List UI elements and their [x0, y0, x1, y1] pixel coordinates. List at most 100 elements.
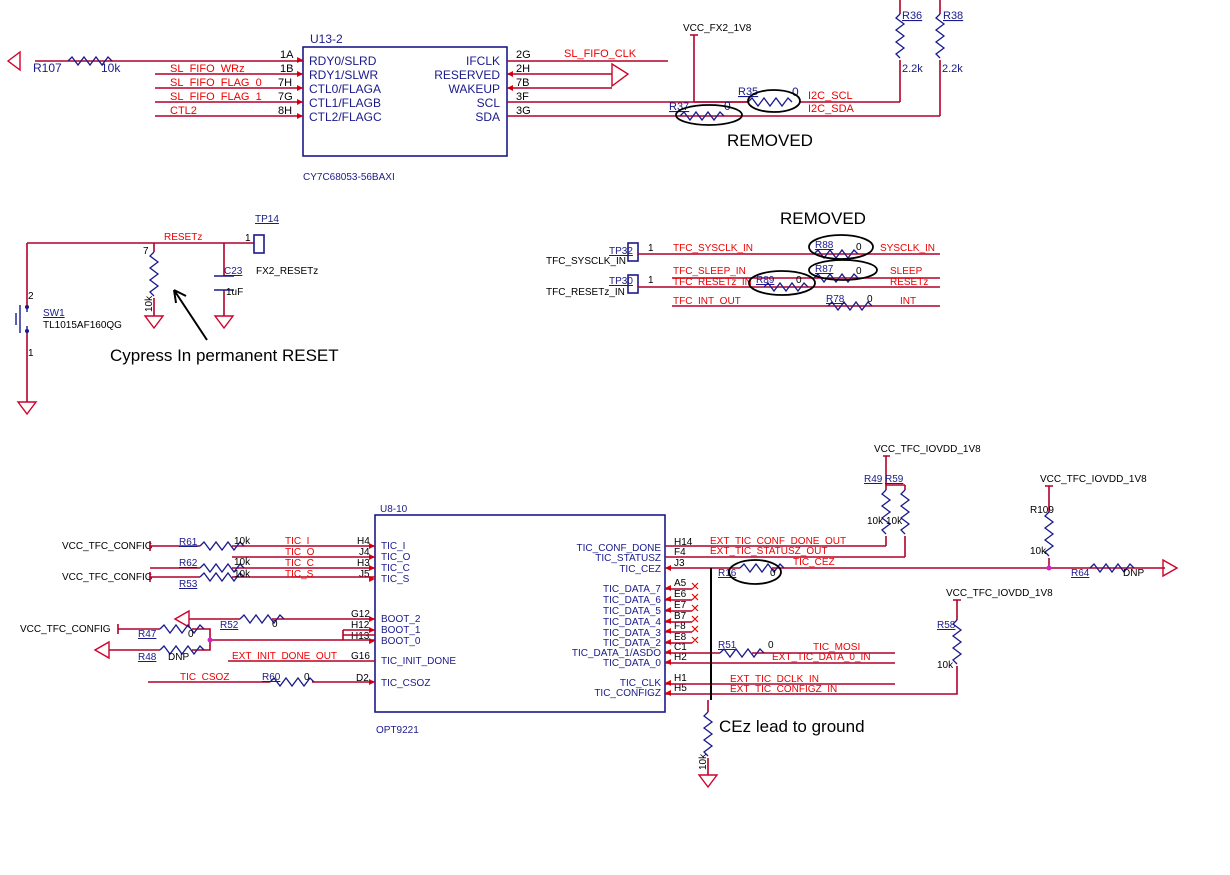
u8-pin-name: TIC_DATA_4 — [603, 617, 661, 628]
tfc-res-ref: R87 — [815, 264, 834, 275]
tp32-pin: 1 — [648, 243, 654, 254]
r35-val: 0 — [792, 85, 799, 99]
r38-ref: R38 — [943, 10, 963, 22]
cez-resistor — [703, 711, 713, 757]
tp14-pin: 1 — [245, 233, 251, 244]
u8-body — [374, 514, 666, 713]
u8-pin-name: TIC_I — [381, 541, 405, 552]
u8-pin-name: TIC_CONF_DONE — [577, 543, 662, 554]
u13-pin-name: RDY1/SLWR — [309, 68, 378, 82]
r53-ref: R53 — [179, 579, 198, 590]
u8-pin-name: TIC_DATA_1/ASDO — [572, 648, 661, 659]
u8-pin-name: TIC_C — [381, 563, 410, 574]
r61-val: 10k — [234, 536, 251, 547]
tfc-res-val: 0 — [867, 294, 873, 305]
u8-pin-name: TIC_DATA_2 — [603, 638, 661, 649]
u8-pin-name: TIC_CONFIGZ — [594, 688, 661, 699]
r47-resistor — [159, 624, 205, 634]
vcc-io-label: VCC_TFC_IOVDD_1V8 — [1040, 474, 1147, 485]
u13-right-pin-arrows — [507, 71, 513, 91]
fx2-resetz-label: FX2_RESETz — [256, 266, 318, 277]
tp14-body — [253, 234, 265, 254]
vcc-cfg-label: VCC_TFC_CONFIG — [62, 541, 153, 552]
u8-pin-name: TIC_STATUSZ — [595, 553, 661, 564]
tfc-left-label: TFC_RESETz_IN — [673, 277, 752, 288]
reset-resistor-pin: 7 — [143, 246, 149, 257]
u13-pin-name: RESERVED — [434, 68, 500, 82]
net-label: TIC_CEZ — [793, 557, 835, 568]
vcc-fx2-label: VCC_FX2_1V8 — [683, 23, 752, 34]
u8-pin-num: E8 — [674, 632, 687, 643]
u13-pin-name: CTL1/FLAGB — [309, 96, 381, 110]
r107-gnd-arrow — [6, 50, 21, 72]
r51-val: 0 — [768, 640, 774, 651]
r35-ref: R35 — [738, 86, 758, 98]
reset-resistor — [149, 251, 159, 297]
u13-part: CY7C68053-56BAXI — [303, 172, 395, 183]
u8-pin-num: H3 — [357, 558, 370, 569]
r109-ref: R109 — [1030, 505, 1054, 516]
net-label: TIC_S — [285, 569, 314, 580]
u8-pin-num: A5 — [674, 578, 687, 589]
r48-val: DNP — [168, 652, 189, 663]
r16-ref: R16 — [718, 568, 737, 579]
reset-resistor-gnd — [144, 315, 164, 329]
r52-val: 0 — [272, 619, 278, 630]
net-label: SL_FIFO_WRz — [170, 63, 245, 75]
u13-pin-num: 8H — [278, 105, 292, 117]
vcc-io-label: VCC_TFC_IOVDD_1V8 — [946, 588, 1053, 599]
u8-pin-num: C1 — [674, 642, 687, 653]
r59-resistor — [900, 489, 910, 535]
u8-pin-num: F4 — [674, 547, 686, 558]
u8-pin-num: H12 — [351, 620, 370, 631]
r53-val: 10k — [234, 569, 251, 580]
tp30-pin: 1 — [648, 275, 654, 286]
u8-pin-num: E6 — [674, 589, 687, 600]
u8-pin-name: BOOT_1 — [381, 625, 421, 636]
u8-pin-name: TIC_O — [381, 552, 411, 563]
tfc-res-val: 0 — [856, 242, 862, 253]
u13-pin-name: CTL2/FLAGC — [309, 110, 382, 124]
r58-val: 10k — [937, 660, 954, 671]
r60-val: 0 — [304, 672, 310, 683]
r107-val: 10k — [101, 61, 121, 75]
r64-ref: R64 — [1071, 568, 1090, 579]
net-label: EXT_TIC_DCLK_IN — [730, 674, 819, 685]
u13-pin-num: 3F — [516, 91, 529, 103]
net-label: SL_FIFO_FLAG_1 — [170, 91, 262, 103]
tp32-body — [627, 242, 639, 262]
u13-pin-num: 2H — [516, 63, 530, 75]
tfc-left-label: TFC_SLEEP_IN — [673, 266, 746, 277]
net-label: TIC_I — [285, 536, 309, 547]
reset-resistor-val: 10k — [144, 295, 155, 312]
u8-pin-name: TIC_DATA_5 — [603, 606, 661, 617]
r47-ref: R47 — [138, 629, 157, 640]
u8-pin-num: B7 — [674, 611, 687, 622]
r59-val: 10k — [886, 516, 903, 527]
u13-ref: U13-2 — [310, 32, 343, 46]
tp30-body — [627, 274, 639, 294]
u8-pin-num: H2 — [674, 652, 687, 663]
tp30-label: TFC_RESETz_IN — [546, 287, 625, 298]
resetz-label: RESETz — [164, 232, 202, 243]
net-label: EXT_INIT_DONE_OUT — [232, 651, 337, 662]
u8-left-nets: VCC_TFC_CONFIG VCC_TFC_CONFIG VCC_TFC_CO… — [20, 536, 375, 687]
reserved-net-arrow — [611, 62, 630, 88]
sw1-ref: SW1 — [43, 308, 65, 319]
u13-pin-num: 7H — [278, 77, 292, 89]
u8-pin-num: D2 — [356, 673, 369, 684]
u13-left-nets: R107 10k SL_FIFO_WRz SL_FIFO_FLAG_0 SL_F… — [6, 50, 303, 117]
r35-removed-circle — [747, 89, 801, 113]
r48-ref: R48 — [138, 652, 157, 663]
r88-removed-circle — [808, 234, 874, 260]
u8-symbol: U8-10 OPT9221 TIC_I TIC_O TIC_C TIC_S BO… — [351, 504, 699, 736]
r59-ref: R59 — [885, 474, 904, 485]
tfc-right-label: INT — [900, 296, 916, 307]
u13-pin-name: SDA — [475, 110, 500, 124]
u8-pin-name: TIC_CSOZ — [381, 678, 430, 689]
removed-label-2: REMOVED — [780, 209, 866, 228]
u8-pin-num: H1 — [674, 673, 687, 684]
r48-gnd-arrow — [93, 640, 110, 660]
u13-pin-name: CTL0/FLAGA — [309, 82, 381, 96]
r51-ref: R51 — [718, 640, 737, 651]
